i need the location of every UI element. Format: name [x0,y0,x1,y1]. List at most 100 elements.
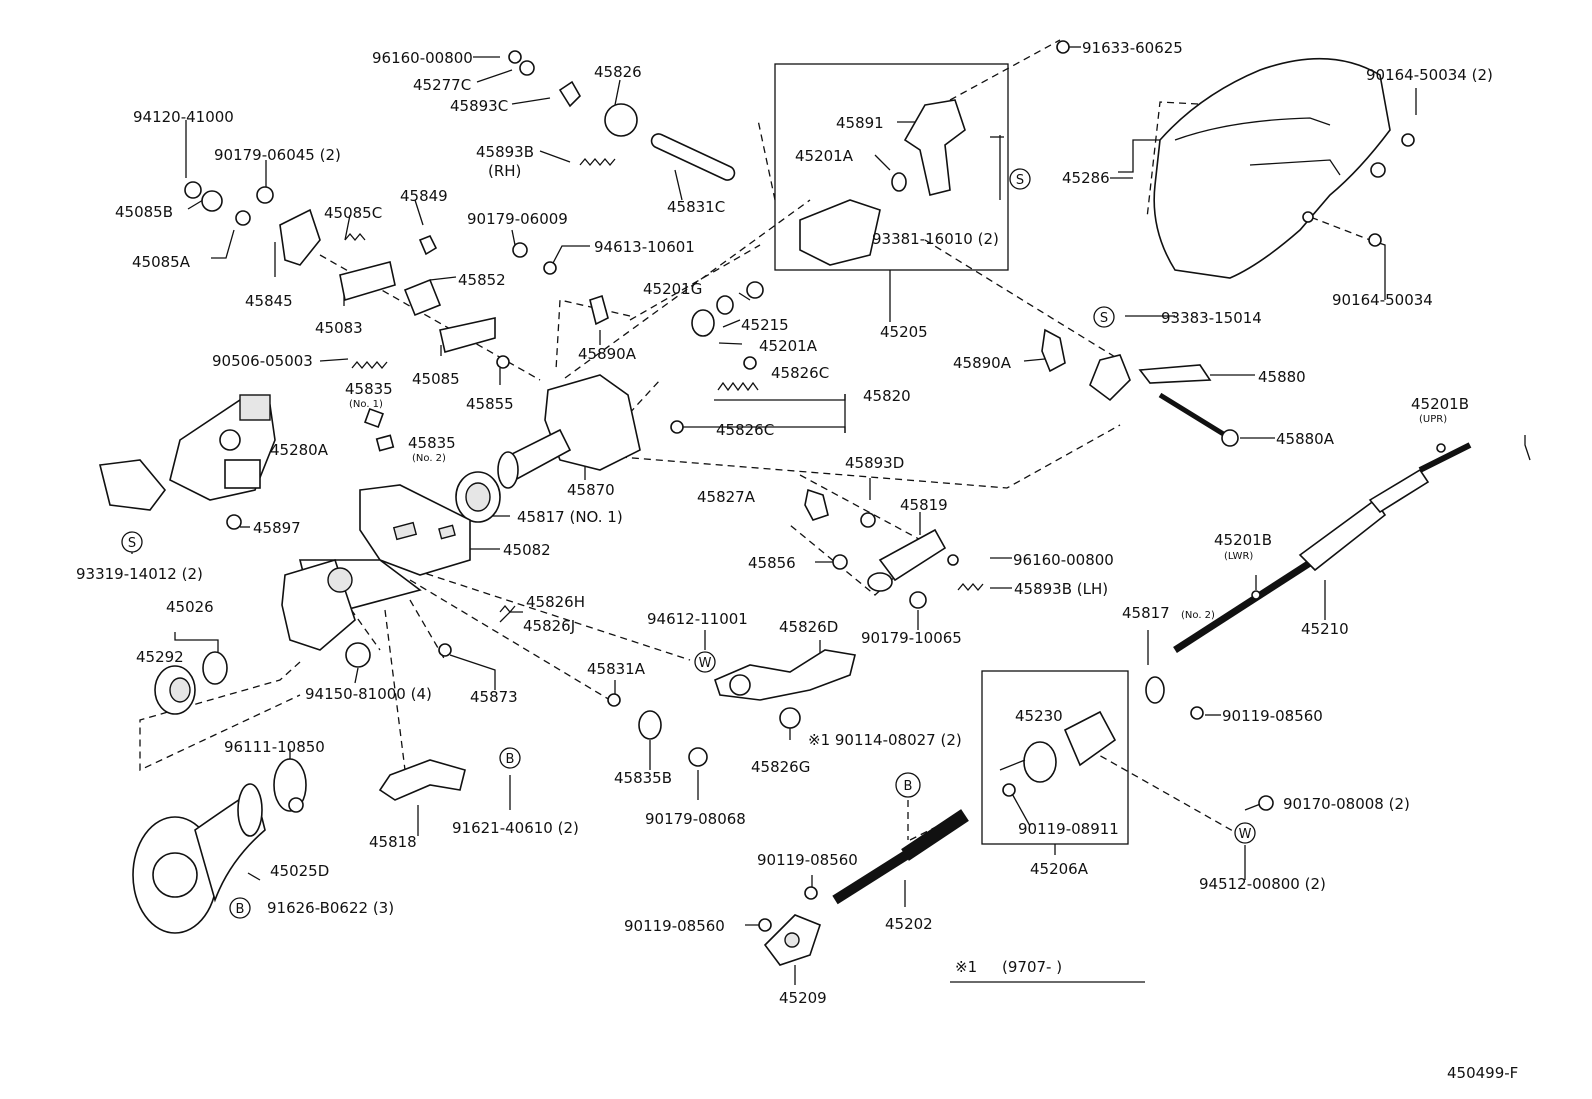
tube-assembly-45082 [281,484,471,651]
steering-cover-45286 [1153,57,1391,279]
label-45085a: 45085A [132,253,191,271]
label-90170-08008: 90170-08008 (2) [1283,795,1410,813]
bracket-45845 [279,208,496,353]
label-45826d: 45826D [779,618,838,636]
label-90114-08027: ※1 90114-08027 (2) [808,731,962,749]
label-45845: 45845 [245,292,293,310]
svg-text:S: S [128,536,136,551]
label-90179-08068: 90179-08068 [645,810,746,828]
label-91626-b0622: 91626-B0622 (3) [267,899,394,917]
bracket-45818 [378,759,466,801]
label-94613-10601: 94613-10601 [594,238,695,256]
label-90179-06009: 90179-06009 [467,210,568,228]
label-45209: 45209 [779,989,827,1007]
label-90119-08560-a: 90119-08560 [757,851,858,869]
label-45819: 45819 [900,496,948,514]
boot-45025d [132,758,307,934]
label-45277c: 45277C [413,76,471,94]
label-90119-08560-c: 90119-08560 [1222,707,1323,725]
label-90179-06045: 90179-06045 (2) [214,146,341,164]
label-45082: 45082 [503,541,551,559]
shaft-45202 [832,809,969,905]
label-45835-no2-note: (No. 2) [412,453,446,464]
label-45817-no2-note: (No. 2) [1181,610,1215,621]
label-45826h: 45826H [526,593,585,611]
label-45818: 45818 [369,833,417,851]
symbol-b-1: B [499,747,521,769]
label-lwr: (LWR) [1224,551,1253,562]
label-96160-00800-b: 96160-00800 [1013,551,1114,569]
label-45856: 45856 [748,554,796,572]
label-45835-no1-note: (No. 1) [349,399,383,410]
svg-text:S: S [1016,173,1024,188]
label-45835b: 45835B [614,769,672,787]
label-45817-no1: 45817 (NO. 1) [517,508,623,526]
label-45292: 45292 [136,648,184,666]
label-45201a-2: 45201A [759,337,818,355]
label-45205: 45205 [880,323,928,341]
part-labels: 96160-00800 45277C 45893C 45826 94120-41… [76,39,1493,1007]
main-column-45870 [455,374,641,523]
tilt-lever-45880 [1089,354,1239,447]
label-90164-50034: 90164-50034 [1332,291,1433,309]
bracket-45826d [714,649,856,701]
svg-text:B: B [904,779,913,794]
label-45891: 45891 [836,114,884,132]
label-45025d: 45025D [270,862,329,880]
label-45026: 45026 [166,598,214,616]
label-45870: 45870 [567,481,615,499]
label-45201b-lwr: 45201B [1214,531,1272,549]
bearing-45292 [154,651,228,715]
label-45085b: 45085B [115,203,173,221]
label-45286: 45286 [1062,169,1110,187]
label-93381-16010: 93381-16010 (2) [872,230,999,248]
label-45826: 45826 [594,63,642,81]
label-45831c: 45831C [667,198,725,216]
label-45280a: 45280A [270,441,329,459]
note-mark: ※1 [955,958,977,976]
label-45826c-2: 45826C [716,421,774,439]
small-hardware [184,40,1446,932]
symbol-b-2: B [895,772,921,798]
label-90119-08911: 90119-08911 [1018,820,1119,838]
label-45826g: 45826G [751,758,810,776]
label-45890a-2: 45890A [953,354,1012,372]
label-90164-50034-2: 90164-50034 (2) [1366,66,1493,84]
label-rh: (RH) [488,162,521,180]
svg-text:W: W [1239,827,1252,842]
label-45085c: 45085C [324,204,382,222]
label-90179-10065: 90179-10065 [861,629,962,647]
note-range: (9707- ) [1002,958,1062,976]
label-45873: 45873 [470,688,518,706]
label-45855: 45855 [466,395,514,413]
label-45893b-rh: 45893B [476,143,534,161]
label-45893b-lh: 45893B (LH) [1014,580,1108,598]
u-joint-45209 [763,914,821,966]
label-45085: 45085 [412,370,460,388]
svg-text:B: B [506,752,515,767]
label-45201g: 45201G [643,280,702,298]
symbol-w-1: W [694,651,716,673]
label-45893d: 45893D [845,454,904,472]
symbol-w-2: W [1234,822,1256,844]
label-45880: 45880 [1258,368,1306,386]
label-45880a: 45880A [1276,430,1335,448]
label-96160-00800-a: 96160-00800 [372,49,473,67]
label-93383-15014: 93383-15014 [1161,309,1262,327]
label-45206a: 45206A [1030,860,1089,878]
symbol-b-3: B [229,897,251,919]
symbol-s-3: S [121,531,143,553]
svg-text:B: B [236,902,245,917]
label-45817-no2: 45817 [1122,604,1170,622]
slide-45831c [650,133,736,181]
inset-box-45205 [774,63,1009,271]
plate-45819 [867,528,947,592]
label-45826j: 45826J [523,617,575,635]
svg-text:S: S [1100,311,1108,326]
label-45202: 45202 [885,915,933,933]
label-90119-08560-b: 90119-08560 [624,917,725,935]
label-96111-10850: 96111-10850 [224,738,325,756]
label-45083: 45083 [315,319,363,337]
label-45210: 45210 [1301,620,1349,638]
label-91633-60625: 91633-60625 [1082,39,1183,57]
